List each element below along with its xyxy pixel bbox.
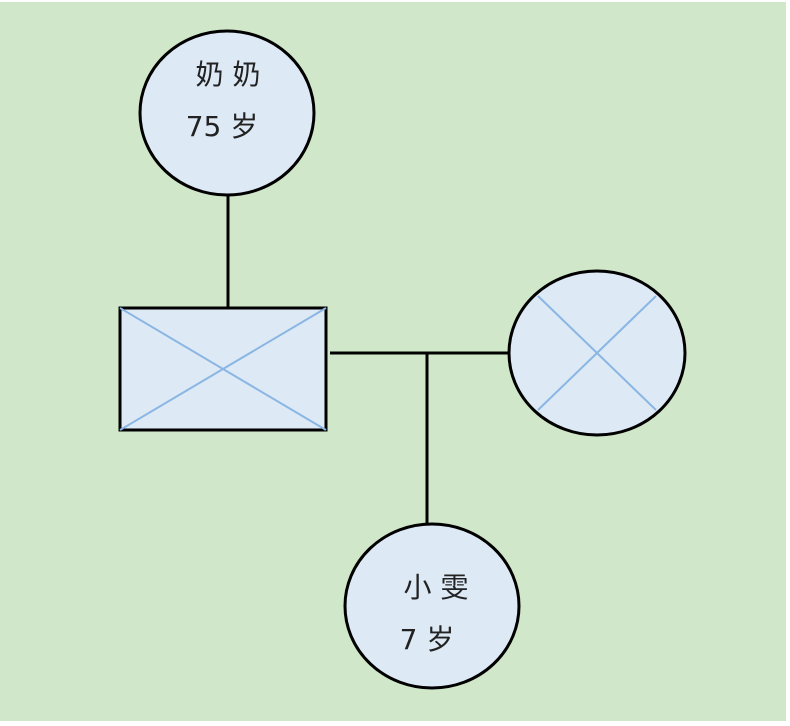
mother-node <box>507 269 687 437</box>
father-deceased-cross <box>119 307 327 431</box>
grandchild-name: 小 雯 <box>404 571 469 604</box>
grandmother-name: 奶 奶 <box>196 58 261 91</box>
father-node <box>118 306 328 432</box>
mother-deceased-cross <box>537 295 657 411</box>
grandmother-node: 奶 奶 75 岁 <box>138 29 316 197</box>
grandchild-node: 小 雯 7 岁 <box>343 522 521 690</box>
grandchild-age: 7 岁 <box>400 623 455 656</box>
grandmother-age: 75 岁 <box>186 110 259 143</box>
